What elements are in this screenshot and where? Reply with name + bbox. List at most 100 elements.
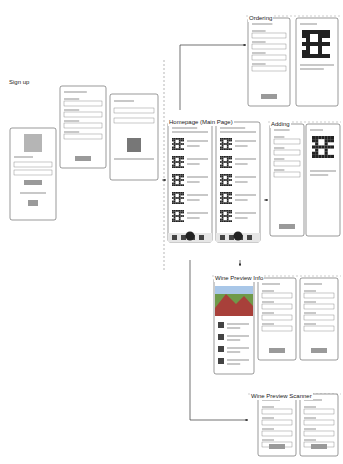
text-placeholder bbox=[235, 217, 248, 219]
text-placeholder bbox=[262, 323, 274, 325]
qr-cell bbox=[179, 148, 181, 150]
qr-cell bbox=[220, 210, 222, 212]
qr-cell bbox=[179, 220, 181, 222]
qr-cell bbox=[227, 212, 229, 214]
qr-cell bbox=[315, 136, 318, 139]
qr-cell bbox=[331, 145, 334, 148]
nav-icon bbox=[220, 235, 225, 240]
text-placeholder bbox=[274, 147, 284, 149]
phone-screen bbox=[306, 124, 340, 236]
qr-cell bbox=[172, 184, 174, 186]
text-placeholder bbox=[304, 428, 316, 430]
photo-sky bbox=[215, 286, 253, 294]
nav-icon bbox=[247, 235, 252, 240]
qr-cell bbox=[322, 30, 326, 34]
phone-screen bbox=[296, 18, 338, 106]
qr-cell bbox=[318, 54, 322, 58]
qr-cell bbox=[225, 138, 227, 140]
qr-cell bbox=[229, 212, 231, 214]
screen-frame bbox=[214, 278, 254, 374]
qr-cell bbox=[306, 38, 310, 42]
text-placeholder bbox=[114, 100, 134, 102]
phone-screen bbox=[258, 394, 296, 456]
qr-cell bbox=[220, 192, 222, 194]
input-field bbox=[304, 293, 334, 298]
qr-cell bbox=[172, 194, 174, 196]
qr-cell bbox=[230, 158, 232, 160]
input-field bbox=[262, 326, 292, 331]
qr-cell bbox=[229, 166, 231, 168]
qr-cell bbox=[220, 194, 222, 196]
qr-cell bbox=[229, 220, 231, 222]
qr-cell bbox=[302, 34, 306, 38]
qr-frame bbox=[172, 192, 184, 204]
qr-cell bbox=[179, 217, 181, 219]
text-placeholder bbox=[262, 439, 274, 441]
text-placeholder bbox=[64, 98, 79, 100]
qr-cell bbox=[223, 179, 225, 181]
button bbox=[279, 224, 295, 229]
qr-cell bbox=[179, 143, 181, 145]
text-placeholder bbox=[310, 129, 323, 131]
qr-cell bbox=[222, 140, 224, 142]
text-placeholder bbox=[227, 335, 249, 337]
qr-cell bbox=[181, 140, 183, 142]
qr-cell bbox=[230, 148, 232, 150]
qr-cell bbox=[306, 54, 310, 58]
qr-cell bbox=[174, 220, 176, 222]
qr-cell bbox=[172, 220, 174, 222]
qr-cell bbox=[318, 145, 321, 148]
text-placeholder bbox=[274, 129, 290, 131]
qr-cell bbox=[222, 179, 224, 181]
qr-cell bbox=[179, 194, 181, 196]
input-field bbox=[304, 315, 334, 320]
qr-cell bbox=[220, 165, 222, 167]
qr-cell bbox=[179, 176, 181, 178]
qr-cell bbox=[179, 161, 181, 163]
input-field bbox=[262, 431, 292, 436]
text-placeholder bbox=[114, 158, 154, 160]
qr-cell bbox=[315, 149, 318, 152]
qr-cell bbox=[179, 140, 181, 142]
qr-cell bbox=[230, 215, 232, 217]
input-field bbox=[252, 66, 286, 71]
qr-cell bbox=[225, 210, 227, 212]
scan-button bbox=[186, 232, 195, 241]
qr-cell bbox=[227, 183, 229, 185]
qr-cell bbox=[230, 156, 232, 158]
qr-frame bbox=[220, 210, 232, 222]
qr-cell bbox=[229, 202, 231, 204]
qr-cell bbox=[182, 215, 184, 217]
input-field bbox=[304, 326, 334, 331]
text-placeholder bbox=[262, 417, 274, 419]
qr-cell bbox=[310, 42, 314, 46]
qr-cell bbox=[179, 210, 181, 212]
qr-cell bbox=[230, 161, 232, 163]
info-icon bbox=[218, 346, 224, 352]
qr-cell bbox=[172, 219, 174, 221]
qr-cell bbox=[225, 184, 227, 186]
qr-cell bbox=[172, 174, 174, 176]
phone-screen bbox=[10, 128, 56, 220]
qr-cell bbox=[182, 184, 184, 186]
qr-cell bbox=[177, 143, 179, 145]
qr-cell bbox=[181, 212, 183, 214]
qr-cell bbox=[175, 156, 177, 158]
qr-cell bbox=[175, 197, 177, 199]
qr-cell bbox=[225, 174, 227, 176]
qr-cell bbox=[222, 199, 224, 201]
qr-cell bbox=[220, 140, 222, 142]
phone-screen bbox=[216, 122, 260, 242]
qr-cell bbox=[225, 161, 227, 163]
qr-cell bbox=[325, 139, 328, 142]
qr-cell bbox=[230, 220, 232, 222]
phone-screen bbox=[300, 278, 338, 360]
text-placeholder bbox=[220, 131, 256, 133]
text-placeholder bbox=[187, 199, 200, 201]
input-field bbox=[64, 123, 102, 128]
input-field bbox=[274, 139, 300, 144]
qr-cell bbox=[172, 215, 174, 217]
phone-screen bbox=[248, 18, 290, 106]
screen-frame bbox=[216, 122, 260, 242]
qr-cell bbox=[174, 165, 176, 167]
